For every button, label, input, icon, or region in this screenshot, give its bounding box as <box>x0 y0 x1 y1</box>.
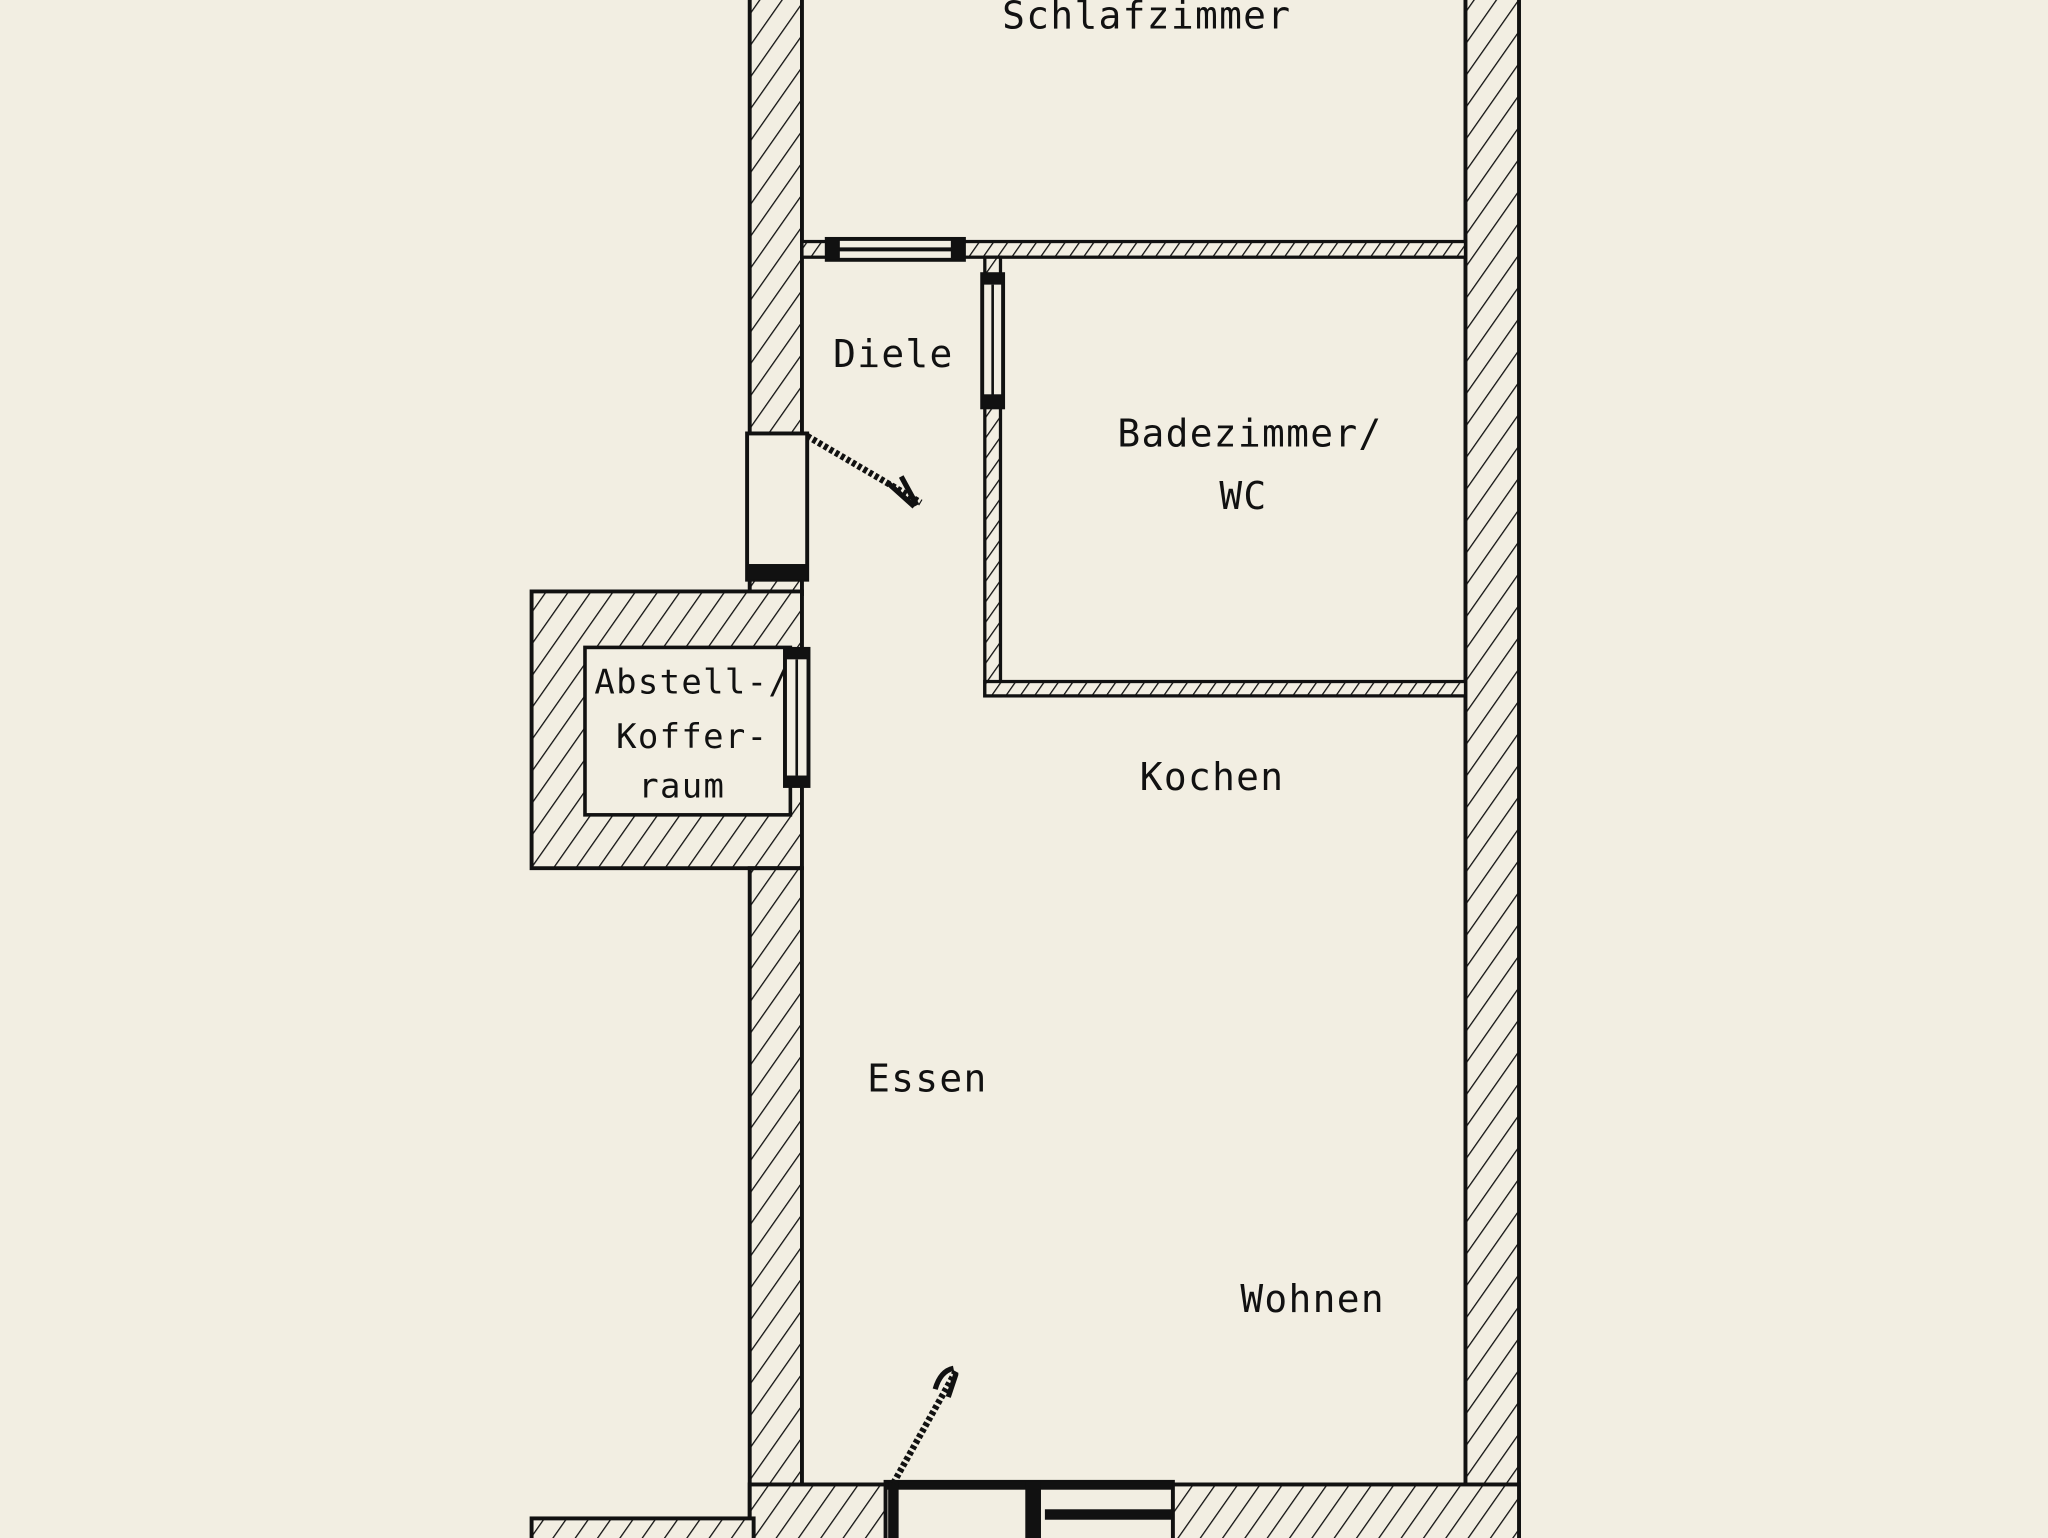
room-label-essen: Essen <box>867 1056 988 1100</box>
right-wall <box>1463 0 1521 1538</box>
room-label-schlafzimmer: Schlafzimmer <box>1002 0 1291 38</box>
room-label-abstell-1: Abstell-/ <box>594 662 790 702</box>
walls <box>529 0 1521 1538</box>
storage-door[interactable] <box>783 646 811 788</box>
bottom-left-wall <box>529 1516 756 1538</box>
door-swing-arrow-icon <box>932 1365 959 1398</box>
room-label-bad-2: WC <box>1219 474 1267 518</box>
bathroom-bottom-wall <box>983 679 1468 698</box>
balcony-door-window[interactable] <box>883 1365 1175 1538</box>
entrance-door[interactable] <box>745 431 923 582</box>
door-swing-arrow-icon <box>886 475 920 509</box>
left-wall-lower <box>747 866 804 1538</box>
openings <box>745 236 1175 1538</box>
storage-inner <box>583 645 792 817</box>
room-label-wohnen: Wohnen <box>1240 1277 1385 1321</box>
bedroom-partition-wall <box>800 239 1468 259</box>
bathroom-door[interactable] <box>980 272 1006 410</box>
room-labels: Schlafzimmer Diele Badezimmer/ WC Abstel… <box>594 0 1385 1321</box>
room-label-abstell-2: Koffer- <box>616 717 768 757</box>
bedroom-door[interactable] <box>824 236 966 262</box>
room-label-bad-1: Badezimmer/ <box>1117 412 1382 456</box>
room-label-abstell-3: raum <box>638 767 725 807</box>
room-label-kochen: Kochen <box>1140 755 1285 799</box>
room-label-diele: Diele <box>833 332 954 376</box>
